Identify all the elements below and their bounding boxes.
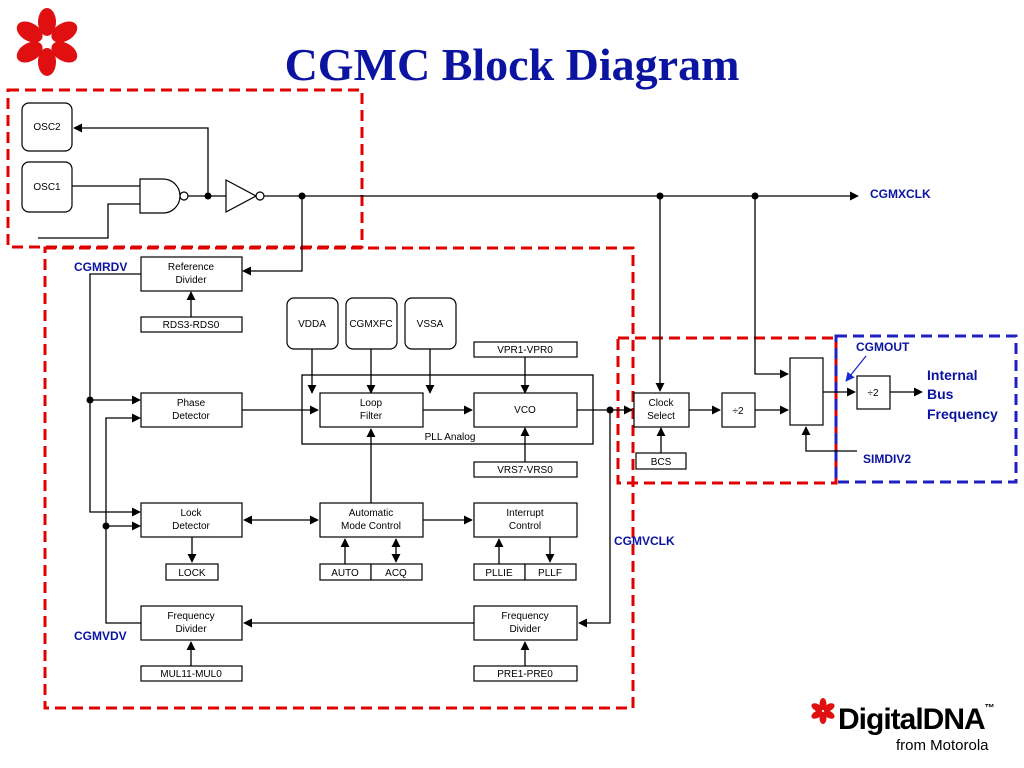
vssa-label: VSSA <box>417 319 444 330</box>
lock-detector-line2: Detector <box>172 521 210 532</box>
auto-label: AUTO <box>331 568 359 579</box>
frequency-divider-left-block <box>140 605 243 641</box>
phase-detector-line2: Detector <box>172 411 210 422</box>
bcs-label: BCS <box>651 457 672 468</box>
lock-detector-block <box>140 502 243 538</box>
cgmvclk-label: CGMVCLK <box>614 534 675 548</box>
digitaldna-logo: DigitalDNA™ <box>838 703 995 737</box>
lock-label: LOCK <box>178 568 206 579</box>
reference-divider-block <box>140 256 243 292</box>
vco-block <box>473 392 578 428</box>
flower-logo-icon <box>16 8 78 76</box>
digitaldna-flower-icon <box>811 698 835 724</box>
pre-label: PRE1-PRE0 <box>497 669 553 680</box>
cgmxfc-label: CGMXFC <box>349 319 392 330</box>
internal-bus-line1: Internal <box>927 367 978 383</box>
pll-region <box>43 246 635 710</box>
loop-filter-line1: Loop <box>360 398 383 409</box>
freq-div-left-line1: Frequency <box>167 611 214 622</box>
logo-subtitle: from Motorola <box>896 737 989 754</box>
vpr-label: VPR1-VPR0 <box>497 345 553 356</box>
vco-label: VCO <box>514 405 536 416</box>
reference-divider-line2: Divider <box>175 275 207 286</box>
freq-div-right-line1: Frequency <box>501 611 548 622</box>
page-title: CGMC Block Diagram <box>284 39 740 90</box>
rds-label: RDS3-RDS0 <box>163 320 220 331</box>
clock-select-line1: Clock <box>648 398 674 409</box>
clock-select-block <box>633 392 690 428</box>
loop-filter-line2: Filter <box>360 411 383 422</box>
internal-bus-line3: Frequency <box>927 406 998 422</box>
nand-gate-icon <box>139 178 181 214</box>
bus-divide-by-2-label: ÷2 <box>867 388 878 399</box>
auto-mode-line1: Automatic <box>349 508 393 519</box>
acq-label: ACQ <box>385 568 407 579</box>
mul-label: MUL11-MUL0 <box>160 669 222 680</box>
internal-bus-line2: Bus <box>927 386 954 402</box>
simdiv2-label: SIMDIV2 <box>863 452 911 466</box>
cgmrdv-label: CGMRDV <box>74 260 127 274</box>
output-mux-block <box>789 357 824 426</box>
pllf-label: PLLF <box>538 568 562 579</box>
pll-analog-label: PLL Analog <box>425 432 476 443</box>
lock-detector-line1: Lock <box>180 508 202 519</box>
nand-bubble <box>179 191 189 201</box>
clock-select-line2: Select <box>647 411 675 422</box>
interrupt-control-line1: Interrupt <box>506 508 543 519</box>
divide-by-2-label: ÷2 <box>732 406 743 417</box>
divide-by-2-block <box>721 392 756 428</box>
logo-brand: DigitalDNA <box>838 703 986 736</box>
osc2-block <box>21 102 73 152</box>
bus-divide-by-2-block <box>856 375 891 410</box>
osc2-label: OSC2 <box>33 122 61 133</box>
osc1-label: OSC1 <box>33 182 61 193</box>
pllie-label: PLLIE <box>485 568 513 579</box>
auto-mode-line2: Mode Control <box>341 521 401 532</box>
inverter-bubble <box>255 191 265 201</box>
cgmvdv-label: CGMVDV <box>74 629 127 643</box>
reference-divider-line1: Reference <box>168 262 215 273</box>
lock-register <box>165 563 219 581</box>
freq-div-right-line2: Divider <box>509 624 541 635</box>
phase-detector-block <box>140 392 243 428</box>
osc1-block <box>21 161 73 213</box>
cgmxclk-label: CGMXCLK <box>870 187 931 201</box>
bus-frequency-region <box>834 334 1018 484</box>
acq-register <box>370 563 423 581</box>
freq-div-left-line2: Divider <box>175 624 207 635</box>
interrupt-control-line2: Control <box>509 521 541 532</box>
phase-detector-line1: Phase <box>177 398 206 409</box>
cgmout-label: CGMOUT <box>856 340 910 354</box>
inverter-icon <box>225 179 258 213</box>
vrs-label: VRS7-VRS0 <box>497 465 553 476</box>
pllf-register <box>524 563 577 581</box>
interrupt-control-block <box>473 502 578 538</box>
logo-tm: ™ <box>984 703 995 714</box>
vdda-label: VDDA <box>298 319 326 330</box>
